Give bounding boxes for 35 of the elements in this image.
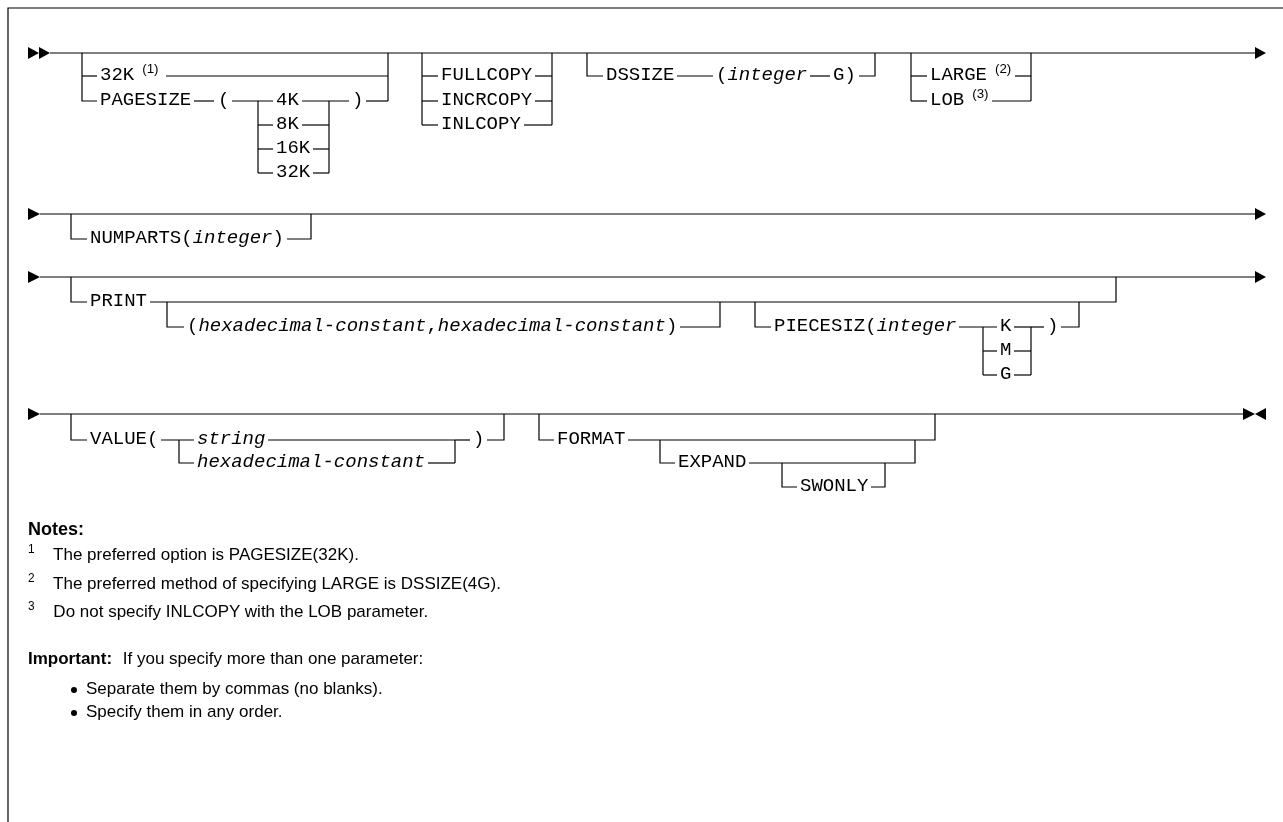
keyword-text: EXPAND [678,452,747,472]
keyword-text: ) [1047,316,1059,336]
keyword-text: 32K$^{(1)}$ [100,65,159,85]
keyword-text: INCRCOPY [441,90,533,110]
keyword-text: ) [473,429,485,449]
keyword-text: 8K [276,114,299,134]
keyword-text: FULLCOPY [441,65,533,85]
bullet-item-text: Separate them by commas (no blanks). [86,679,383,699]
keyword-text: NUMPARTS(integer) [90,228,284,248]
keyword-text: ) [352,90,364,110]
variable-text: string [197,429,266,449]
keyword-text: G [1000,364,1012,384]
keyword-text: M [1000,340,1012,360]
variable-text: hexadecimal-constant [197,452,426,472]
important-note: Important: If you specify more than one parameter: [28,649,424,669]
keyword-text: LARGE$^{(2)}$ [930,65,1012,85]
keyword-text: 16K [276,138,311,158]
keyword-text: VALUE( [90,429,159,449]
keyword-text: DSSIZE [606,65,675,85]
notes-heading: Notes: [28,519,84,539]
keyword-text: INLCOPY [441,114,521,134]
keyword-text: PRINT [90,291,147,311]
keyword-text: K [1000,316,1012,336]
keyword-text: PAGESIZE [100,90,192,110]
keyword-text: 32K [276,162,311,182]
bullet-item-text: Specify them in any order. [86,702,283,722]
keyword-text: (hexadecimal-constant,hexadecimal-constant) [187,316,678,336]
keyword-text: PIECESIZ(integer [774,316,957,336]
keyword-text: SWONLY [800,476,869,496]
keyword-text: LOB$^{(3)}$ [930,90,989,110]
keyword-text: ( [218,90,230,110]
keyword-text: (integer [716,65,808,85]
keyword-text: FORMAT [557,429,626,449]
keyword-text: G) [833,65,856,85]
keyword-text: 4K [276,90,299,110]
